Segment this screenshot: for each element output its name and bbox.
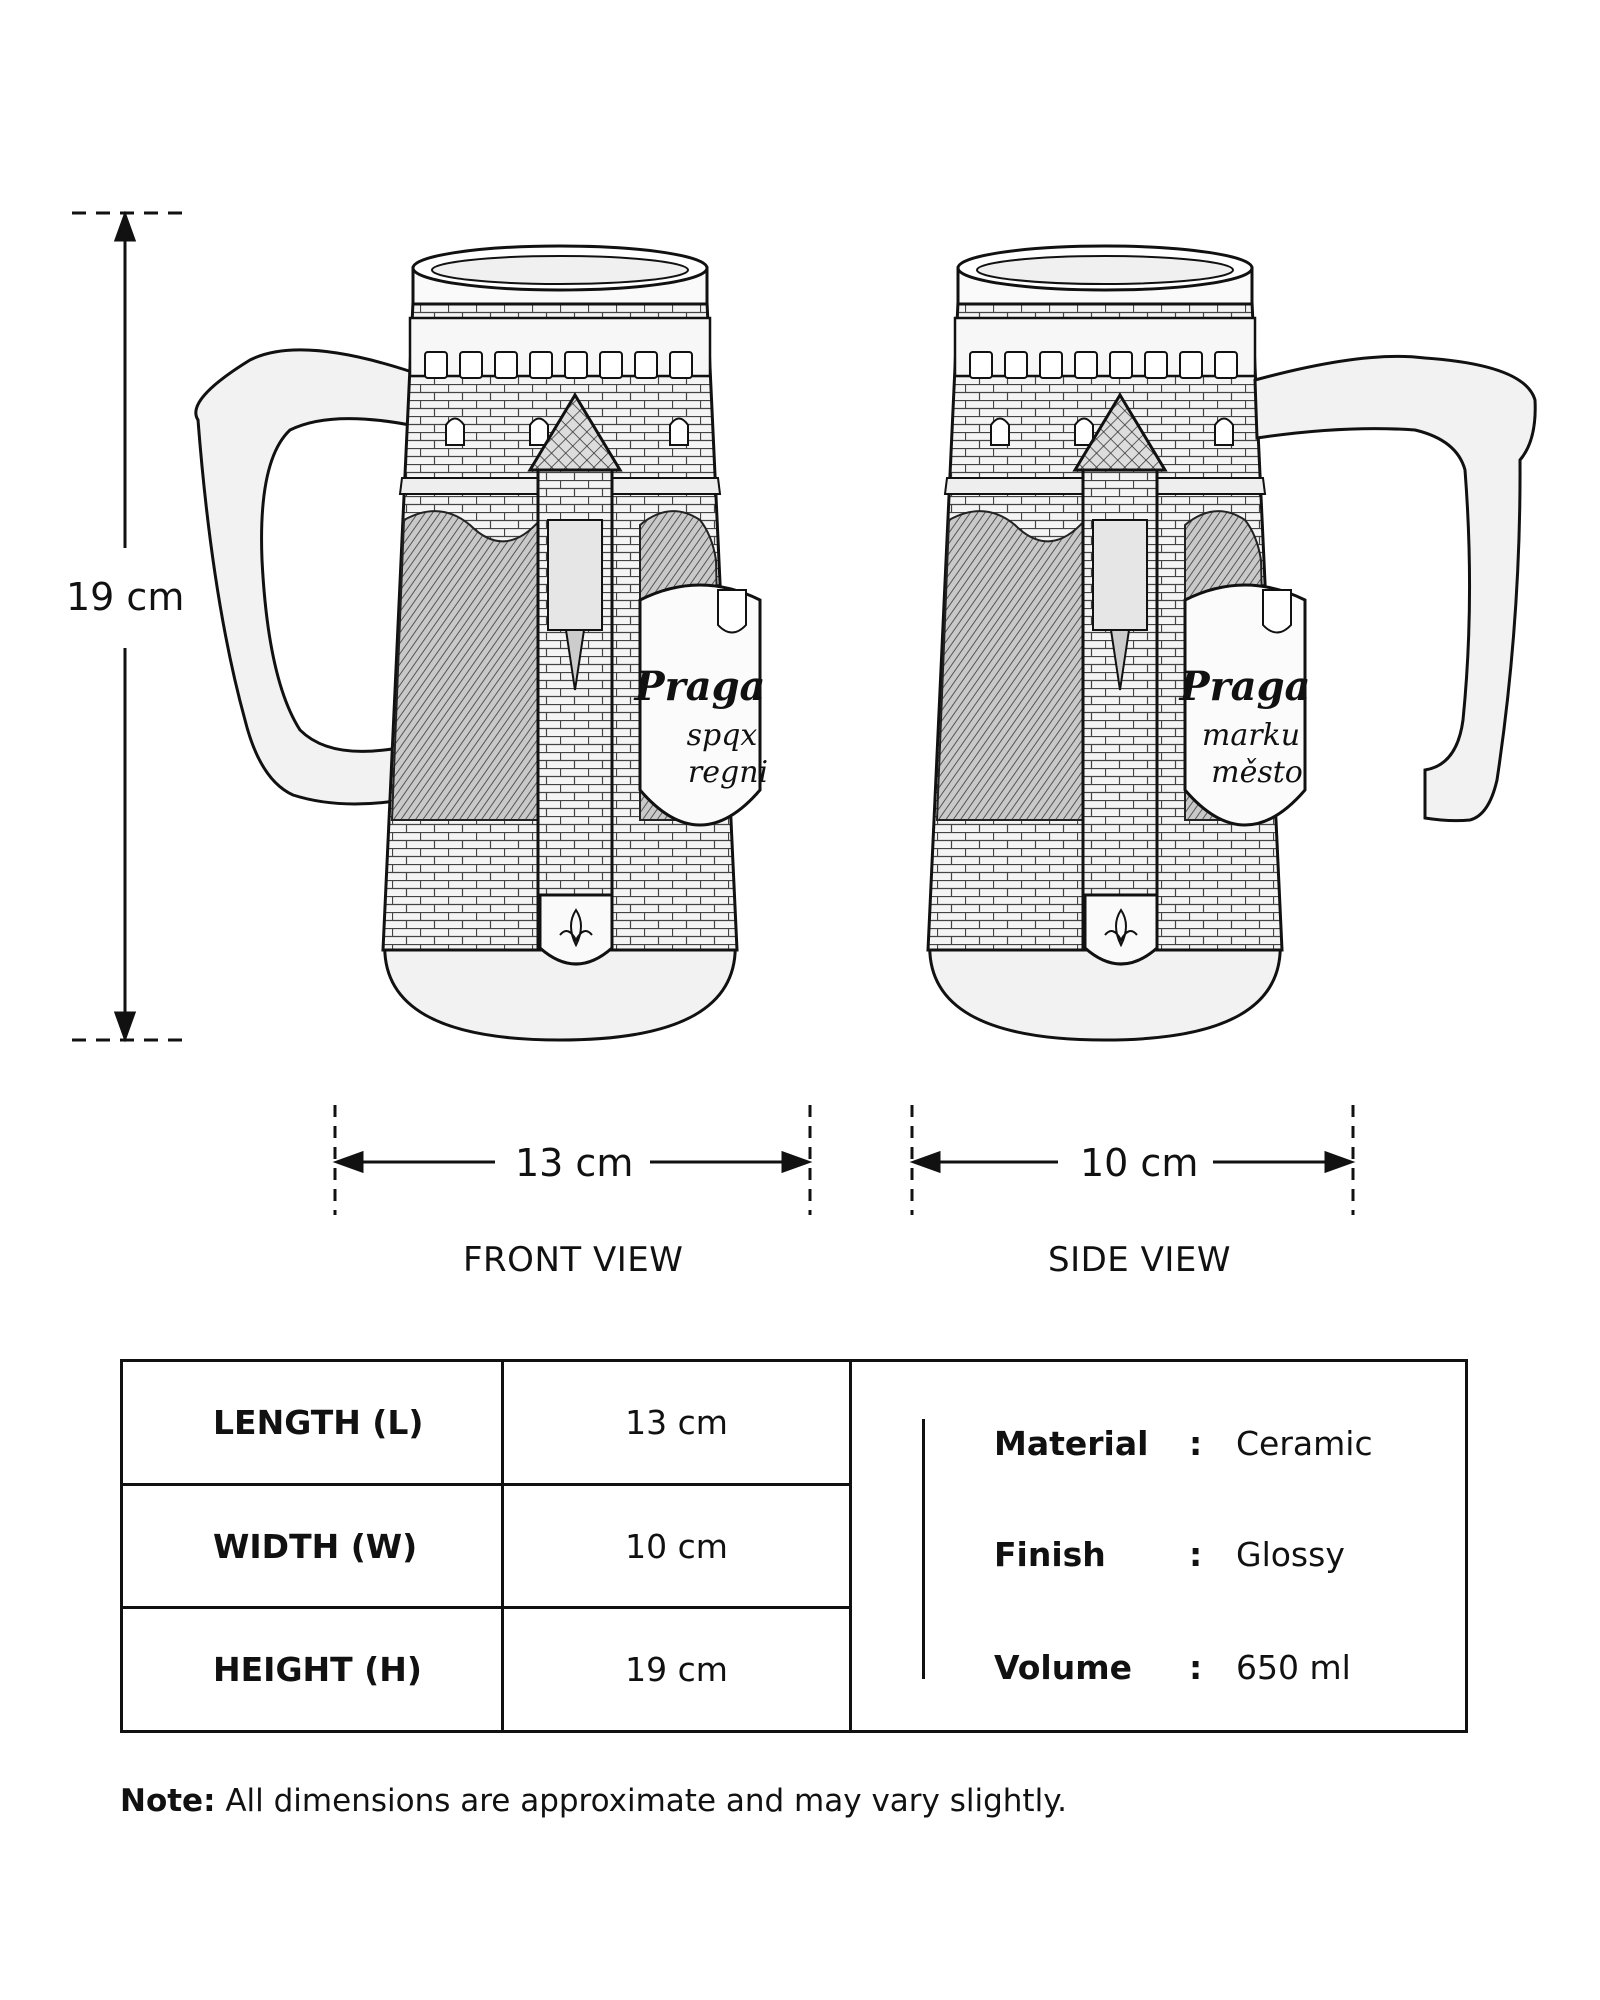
front-view-mug: Praga spqx regni bbox=[194, 244, 768, 1042]
table-row: HEIGHT (H) 19 cm bbox=[123, 1609, 849, 1731]
side-crest-line-2: marku bbox=[1202, 718, 1300, 753]
mug-diagram: Praga spqx regni Praga marku město bbox=[72, 210, 1537, 1215]
front-width-label: 13 cm bbox=[515, 1141, 634, 1185]
side-width-label: 10 cm bbox=[1080, 1141, 1199, 1185]
dimension-name: WIDTH (W) bbox=[123, 1485, 504, 1607]
mug-handle bbox=[1253, 354, 1537, 823]
note-text: All dimensions are approximate and may v… bbox=[225, 1783, 1067, 1819]
property-value: Ceramic bbox=[1236, 1424, 1373, 1463]
dimension-name: LENGTH (L) bbox=[123, 1362, 504, 1483]
front-view-label: FRONT VIEW bbox=[463, 1240, 684, 1280]
front-width-dimension-line bbox=[332, 1105, 813, 1215]
table-row: LENGTH (L) 13 cm bbox=[123, 1362, 849, 1486]
dimensions-note: Note: All dimensions are approximate and… bbox=[120, 1783, 1067, 1819]
property-value: 650 ml bbox=[1236, 1648, 1351, 1687]
property-colon: : bbox=[1189, 1648, 1203, 1687]
side-view-mug: Praga marku město bbox=[926, 244, 1537, 1042]
property-row-finish: Finish : Glossy bbox=[994, 1535, 1345, 1574]
height-dimension-line bbox=[72, 210, 190, 1043]
side-width-dimension-line bbox=[909, 1105, 1356, 1215]
front-crest-line-3: regni bbox=[688, 755, 768, 790]
height-label: 19 cm bbox=[66, 575, 185, 619]
side-crest-title: Praga bbox=[1179, 663, 1311, 710]
property-colon: : bbox=[1189, 1535, 1203, 1574]
dimension-name: HEIGHT (H) bbox=[123, 1609, 504, 1731]
property-name: Volume bbox=[994, 1648, 1132, 1687]
spec-table: LENGTH (L) 13 cm WIDTH (W) 10 cm HEIGHT … bbox=[120, 1359, 1468, 1733]
table-row: WIDTH (W) 10 cm bbox=[123, 1485, 849, 1610]
dimension-table: LENGTH (L) 13 cm WIDTH (W) 10 cm HEIGHT … bbox=[123, 1362, 852, 1731]
side-view-label: SIDE VIEW bbox=[1048, 1240, 1231, 1280]
properties-divider bbox=[922, 1419, 925, 1679]
property-row-material: Material : Ceramic bbox=[994, 1424, 1373, 1463]
property-colon: : bbox=[1189, 1424, 1203, 1463]
dimension-value: 19 cm bbox=[625, 1650, 728, 1690]
property-name: Material bbox=[994, 1424, 1149, 1463]
property-value: Glossy bbox=[1236, 1535, 1345, 1574]
side-crest-line-3: město bbox=[1211, 755, 1303, 790]
dimension-value: 13 cm bbox=[625, 1402, 728, 1442]
front-crest-title: Praga bbox=[634, 663, 766, 710]
dimension-value: 10 cm bbox=[625, 1526, 728, 1566]
properties-panel: Material : Ceramic Finish : Glossy Volum… bbox=[852, 1362, 1465, 1730]
note-label: Note: bbox=[120, 1783, 216, 1819]
mug-handle bbox=[194, 348, 414, 806]
property-name: Finish bbox=[994, 1535, 1106, 1574]
property-row-volume: Volume : 650 ml bbox=[994, 1648, 1351, 1687]
front-crest-line-2: spqx bbox=[687, 718, 758, 753]
